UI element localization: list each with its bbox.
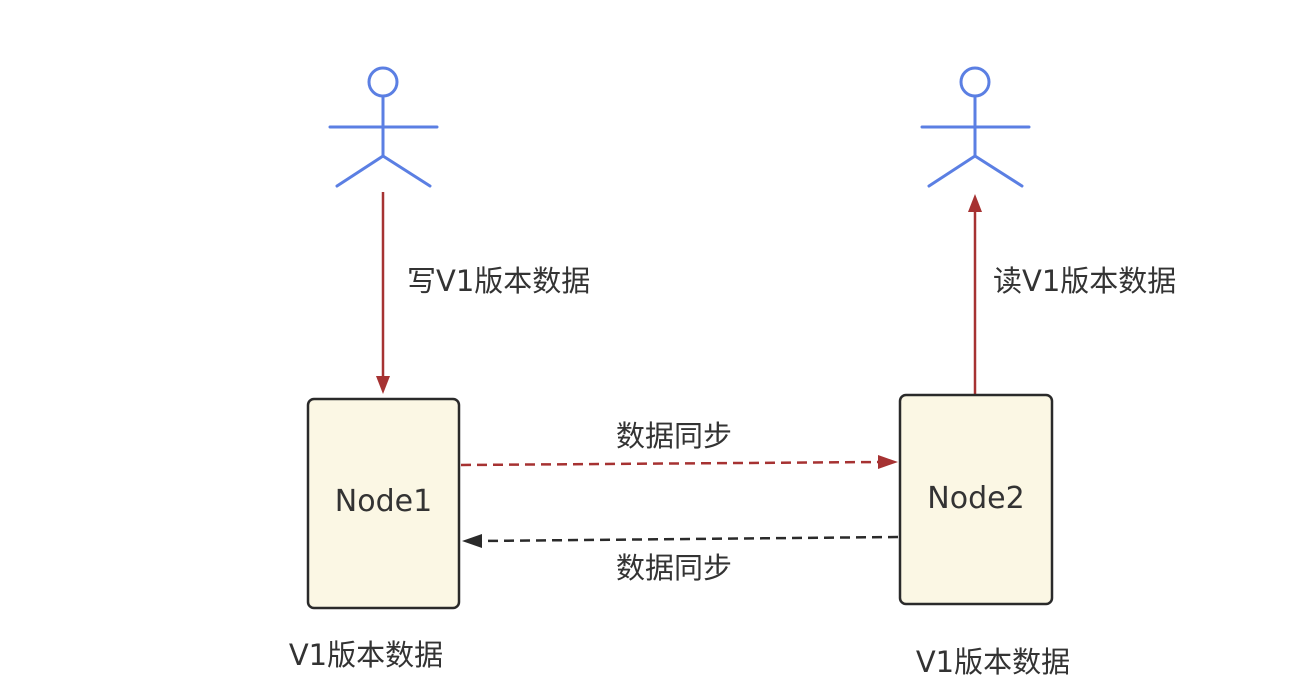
edge-read-arrowhead (968, 194, 982, 212)
node1-box (306, 397, 461, 610)
edge-sync-forward: 数据同步 (460, 419, 898, 469)
edge-sync-back: 数据同步 (462, 534, 899, 585)
edge-read: 读V1版本数据 (968, 194, 1176, 394)
node1-label: Node1 (335, 484, 432, 519)
node-node1: Node1 (306, 397, 461, 610)
edge-sync-forward-arrowhead (878, 455, 898, 469)
edge-read-label: 读V1版本数据 (993, 264, 1176, 298)
edge-sync-back-label: 数据同步 (616, 551, 732, 585)
edge-sync-back-arrowhead (462, 534, 482, 548)
edge-sync-back-line (479, 535, 899, 543)
actor-reader (920, 66, 1031, 188)
node2-caption: V1版本数据 (916, 645, 1070, 679)
actor-writer-left-leg (335, 154, 385, 188)
actor-writer-head (367, 66, 399, 98)
actor-reader-left-leg (927, 154, 977, 188)
actor-reader-head (959, 66, 991, 98)
node2-box (898, 393, 1054, 606)
edge-write-label: 写V1版本数据 (407, 264, 590, 298)
node1-caption: V1版本数据 (289, 638, 443, 672)
actor-writer-right-leg (381, 154, 432, 188)
edge-write: 写V1版本数据 (376, 192, 590, 394)
actor-writer (328, 66, 439, 188)
edge-sync-forward-line (460, 460, 881, 467)
node-node2: Node2 (898, 393, 1054, 606)
edge-write-arrowhead (376, 376, 390, 394)
actor-reader-right-leg (973, 154, 1024, 188)
edge-sync-forward-label: 数据同步 (616, 419, 732, 453)
node2-label: Node2 (927, 481, 1024, 516)
